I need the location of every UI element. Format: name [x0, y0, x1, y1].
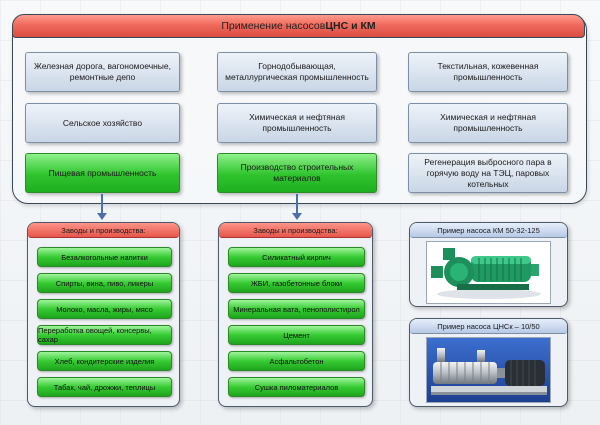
app-textile: Текстильная, кожевенная промышленность: [408, 52, 568, 92]
app-steam-regeneration: Регенерация выбросного пара в горячую во…: [408, 153, 568, 193]
app-mining: Горнодобывающая, металлургическая промыш…: [217, 52, 377, 92]
construction-item: Минеральная вата, пенополистирол: [228, 299, 365, 319]
panel-example-km: Пример насоса КМ 50-32-125: [409, 222, 568, 307]
app-chemical-2: Химическая и нефтяная промышленность: [408, 103, 568, 143]
food-item: Переработка овощей, консервы, сахар: [37, 325, 172, 345]
pump-cns-image: [426, 337, 551, 403]
food-item: Безалкогольные напитки: [37, 247, 172, 267]
construction-item: Асфальтобетон: [228, 351, 365, 371]
page-title: Применение насосов ЦНС и КМ: [12, 14, 585, 38]
title-brand: ЦНС и КМ: [325, 20, 376, 32]
pump-cns-illustration: [427, 338, 550, 402]
title-prefix: Применение насосов: [221, 20, 326, 32]
food-item: Хлеб, кондитерские изделия: [37, 351, 172, 371]
food-item: Спирты, вина, пиво, ликеры: [37, 273, 172, 293]
example-km-heading: Пример насоса КМ 50-32-125: [410, 223, 567, 238]
panel-food-heading: Заводы и производства:: [28, 223, 179, 238]
construction-item: Силикатный кирпич: [228, 247, 365, 267]
app-agriculture: Сельское хозяйство: [25, 103, 180, 143]
panel-food-plants: Заводы и производства: Безалкогольные на…: [27, 222, 180, 407]
arrow-food-head: [97, 213, 107, 220]
pump-km-image: [426, 241, 551, 304]
app-railway: Железная дорога, вагономоечные, ремонтны…: [25, 52, 180, 92]
example-cns-heading: Пример насоса ЦНСк – 10/50: [410, 319, 567, 334]
panel-example-cns: Пример насоса ЦНСк – 10/50: [409, 318, 568, 407]
arrow-food-line: [101, 194, 103, 215]
food-item: Молоко, масла, жиры, мясо: [37, 299, 172, 319]
construction-item: Сушка пиломатериалов: [228, 377, 365, 397]
app-food: Пищевая промышленность: [25, 153, 180, 193]
app-construction: Производство строительных материалов: [217, 153, 377, 193]
food-item: Табак, чай, дрожжи, теплицы: [37, 377, 172, 397]
pump-km-illustration: [427, 242, 550, 303]
arrow-construction-head: [292, 213, 302, 220]
arrow-construction-line: [296, 194, 298, 215]
construction-item: Цемент: [228, 325, 365, 345]
app-chemical: Химическая и нефтяная промышленность: [217, 103, 377, 143]
construction-item: ЖБИ, газобетонные блоки: [228, 273, 365, 293]
panel-construction-heading: Заводы и производства:: [219, 223, 372, 238]
panel-construction-plants: Заводы и производства: Силикатный кирпич…: [218, 222, 373, 407]
